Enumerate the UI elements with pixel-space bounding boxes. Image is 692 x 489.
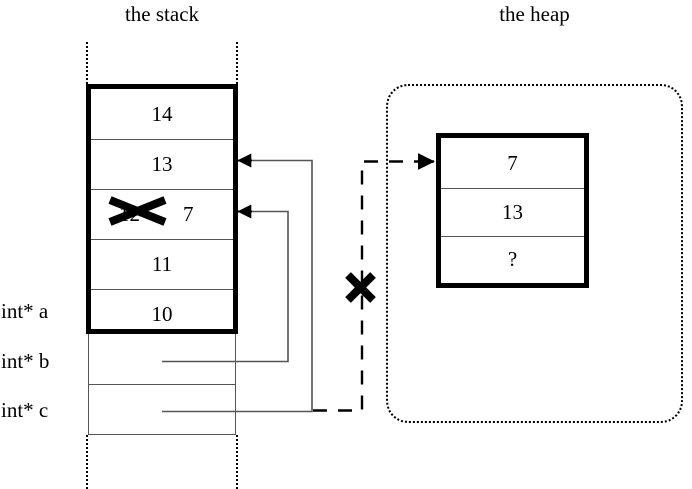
- stack-cell-1-value: 13: [151, 151, 173, 176]
- stack-cell-0-value: 14: [151, 101, 173, 126]
- stack-guide-bottom-right: [236, 435, 238, 489]
- stack-cell-2-new-value: 7: [183, 202, 194, 226]
- heap-cell-2: ?: [441, 236, 584, 283]
- heap-title: the heap: [499, 2, 570, 26]
- stack-cell-3-value: 11: [151, 251, 173, 276]
- label-int-b: int* b: [1, 349, 50, 373]
- local-cell-b: [89, 334, 234, 384]
- stack-cell-4-value: 10: [151, 301, 173, 326]
- stack-guide-top-left: [86, 42, 88, 84]
- heap-cell-1-value: 13: [502, 199, 523, 224]
- label-int-a: int* a: [1, 299, 49, 323]
- heap-divider-1: [441, 236, 584, 237]
- stack-cell-0: 14: [91, 89, 233, 139]
- heap-cell-2-value: ?: [507, 247, 518, 271]
- heap-divider-0: [441, 188, 584, 189]
- local-cell-c: [89, 384, 234, 432]
- stack-frame: 14 13 12 7 11 10: [86, 84, 238, 334]
- stack-locals-box: [88, 334, 236, 435]
- stack-divider-0: [91, 139, 233, 140]
- stack-cell-1: 13: [91, 139, 233, 189]
- stack-title: the stack: [124, 2, 200, 26]
- stack-guide-bottom-left: [86, 435, 88, 489]
- stack-cell-2: 12 7: [91, 189, 233, 239]
- stack-cell-4: 10: [91, 289, 233, 339]
- heap-cell-0: 7: [441, 138, 584, 188]
- stack-guide-top-right: [236, 42, 238, 84]
- stack-cell-3: 11: [91, 239, 233, 289]
- label-int-c: int* c: [1, 398, 49, 422]
- stack-cell-2-old-value: 12: [119, 202, 140, 226]
- heap-cell-1: 13: [441, 188, 584, 236]
- heap-block: 7 13 ?: [436, 133, 589, 288]
- invalid-pointer-x-mark: [345, 272, 376, 303]
- heap-cell-0-value: 7: [507, 150, 518, 175]
